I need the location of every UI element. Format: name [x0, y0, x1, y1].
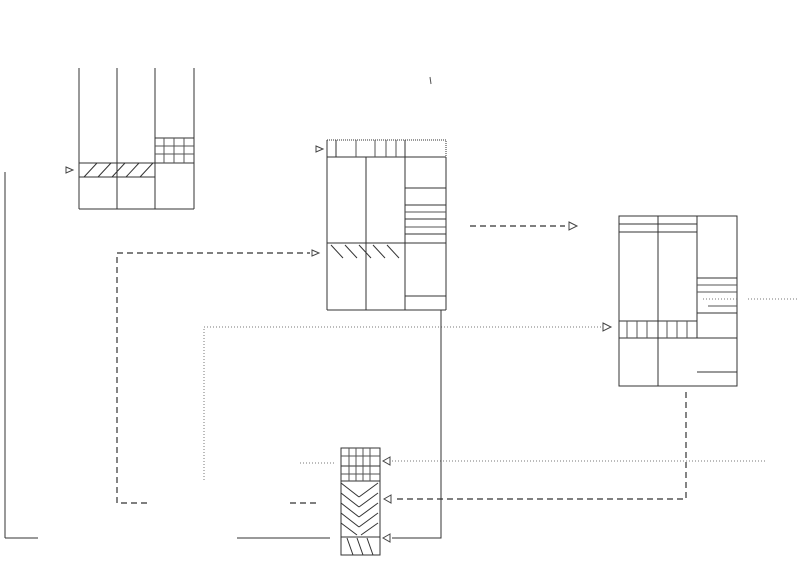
connector-dotted-to-right: [203, 322, 613, 480]
arrow-head-icon: [381, 533, 391, 543]
block-center[interactable]: [315, 139, 447, 311]
arrow-head-icon: [602, 322, 613, 332]
arrow-head-icon: [568, 221, 579, 231]
outer-left-bracket: [4, 172, 38, 539]
connector-center-to-bottom: [381, 310, 442, 543]
arrow-head-icon: [381, 456, 391, 466]
block-top-left[interactable]: [65, 68, 195, 210]
arrow-head-icon: [65, 166, 75, 174]
stray-mark: [429, 76, 432, 85]
connector-center-to-right: [470, 221, 579, 231]
block-bottom[interactable]: [340, 447, 381, 556]
block-right[interactable]: [618, 215, 738, 387]
connector-dotted-to-bottom: [300, 456, 765, 466]
connector-right-to-bottom: [382, 392, 687, 504]
arrow-head-icon: [315, 145, 325, 153]
arrow-head-icon: [311, 249, 321, 257]
arrow-head-icon: [382, 494, 392, 504]
connector-left-to-center: [116, 249, 321, 504]
